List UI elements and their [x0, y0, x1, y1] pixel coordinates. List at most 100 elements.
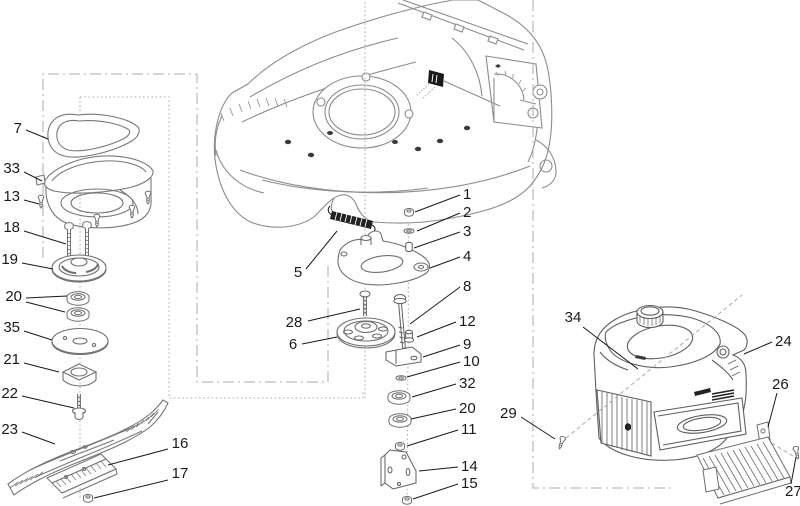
chute-mouth: [214, 115, 223, 157]
wheel-boss-1: [532, 84, 548, 100]
adapter-21-bore: [70, 367, 88, 377]
latch-dark: [694, 388, 711, 396]
callout-leader-20: [25, 295, 68, 299]
callout-leader-9: [422, 344, 461, 358]
callout-leader-12: [416, 321, 457, 338]
rail-ties: [421, 11, 499, 45]
callout-label-27: 27: [785, 483, 800, 500]
belt-cover-rim: [43, 155, 154, 194]
callout-label-11: 11: [461, 421, 477, 438]
cooling-fins: [596, 389, 652, 457]
deck-crease-1: [249, 37, 399, 98]
callout-label-21: 21: [3, 351, 20, 368]
callout-label-9: 9: [463, 336, 471, 353]
grommet-32: [387, 390, 411, 405]
nut-17: [82, 493, 94, 503]
bolt-28-shaft: [363, 296, 367, 316]
spring-5: [330, 211, 373, 229]
callout-leader-5: [305, 230, 338, 270]
brake-boss-hole: [417, 264, 425, 270]
screw-29-axis: [565, 294, 743, 439]
callout-label-32: 32: [459, 375, 476, 392]
callout-leader-7: [25, 129, 49, 140]
spacer-3: [405, 241, 413, 253]
bolt-22-head: [74, 412, 84, 420]
engine-group: [593, 304, 748, 461]
spring-5-hook-l: [327, 205, 333, 216]
belt-cover-bowl-inner: [70, 192, 124, 214]
quadrant-teeth: [495, 70, 527, 92]
callout-label-5: 5: [294, 264, 302, 281]
blade-23-slot: [57, 435, 115, 462]
callout-label-14: 14: [461, 458, 478, 475]
blade-23-hole-1: [69, 449, 77, 455]
callout-leader-17: [93, 479, 169, 499]
callout-label-8: 8: [463, 278, 471, 295]
panel-vent-dark: [711, 389, 735, 401]
deck-ring-lug-1: [316, 97, 326, 107]
pulley-6-spoke-holes: [342, 326, 389, 341]
callout-leader-15: [412, 483, 459, 500]
blade-23-hatch-right: [125, 408, 160, 433]
callout-leader-19: [21, 262, 54, 270]
cover-screw-4: [144, 190, 152, 205]
cable-key-part: [428, 70, 444, 87]
callout-leader-16: [107, 448, 169, 466]
carb-detail: [711, 345, 741, 381]
callout-label-4: 4: [463, 248, 471, 265]
callout-leader-13: [23, 199, 40, 205]
brake-boss: [413, 262, 429, 272]
callout-leader-1: [414, 194, 461, 213]
callout-leader-2: [416, 212, 461, 232]
callout-leader-22: [21, 395, 75, 409]
callout-leader-18: [23, 230, 67, 245]
callout-leader-3: [413, 231, 461, 249]
boundary-lines-left: [42, 73, 410, 504]
disc-35-hole-l: [62, 335, 68, 341]
disc-35-hole: [72, 337, 88, 345]
callout-leader-20: [410, 408, 457, 420]
pulley-6-hub: [354, 320, 378, 334]
bearing-20a: [66, 291, 90, 306]
deck-housing: [213, 0, 557, 228]
callout-leader-26: [767, 392, 778, 428]
callout-leader-23: [21, 431, 56, 445]
callout-label-23: 23: [1, 421, 18, 438]
front-wheel-mount: [535, 139, 557, 189]
callout-leader-8: [409, 286, 461, 325]
plate-16-hole-2: [81, 466, 87, 472]
brake-pivot-top: [360, 234, 372, 242]
callout-label-35: 35: [3, 319, 20, 336]
mount-bolt-1: [64, 222, 74, 260]
callout-label-19: 19: [1, 251, 18, 268]
inner-dotted-box: [80, 96, 364, 399]
belt-cover-rim-inner: [51, 160, 147, 182]
washer-2: [403, 228, 415, 234]
callout-leader-11: [406, 429, 459, 447]
quadrant-bolt: [495, 64, 501, 68]
pulley-19-slot-2: [85, 263, 99, 273]
bracket-inner-lines: [493, 78, 537, 120]
bracket-9: [385, 346, 422, 367]
callout-label-13: 13: [3, 188, 20, 205]
grille-tab-hole: [760, 428, 766, 434]
pulley-6-bore: [360, 323, 372, 329]
shroud-decal: [635, 355, 646, 360]
cable-key-slits: [431, 73, 438, 84]
belt-inner: [56, 119, 131, 152]
callout-leader-28: [307, 308, 361, 322]
disc-35-hole-r: [91, 342, 97, 348]
washer-10: [395, 375, 407, 381]
bearing-20b: [66, 307, 90, 322]
deck-ring-outer: [312, 75, 412, 149]
plate-16-ribs: [55, 460, 107, 488]
blade-23-hatch-left: [9, 471, 44, 489]
plate-16-flange: [61, 468, 118, 499]
spindle-stack-group: [51, 254, 109, 420]
fin-bolt: [625, 423, 631, 431]
callout-leader-24: [743, 341, 773, 355]
recoil-shroud: [604, 314, 721, 369]
screw-27-axis: [769, 441, 794, 457]
bearing-20c: [388, 413, 412, 428]
grille-group: [556, 294, 800, 505]
